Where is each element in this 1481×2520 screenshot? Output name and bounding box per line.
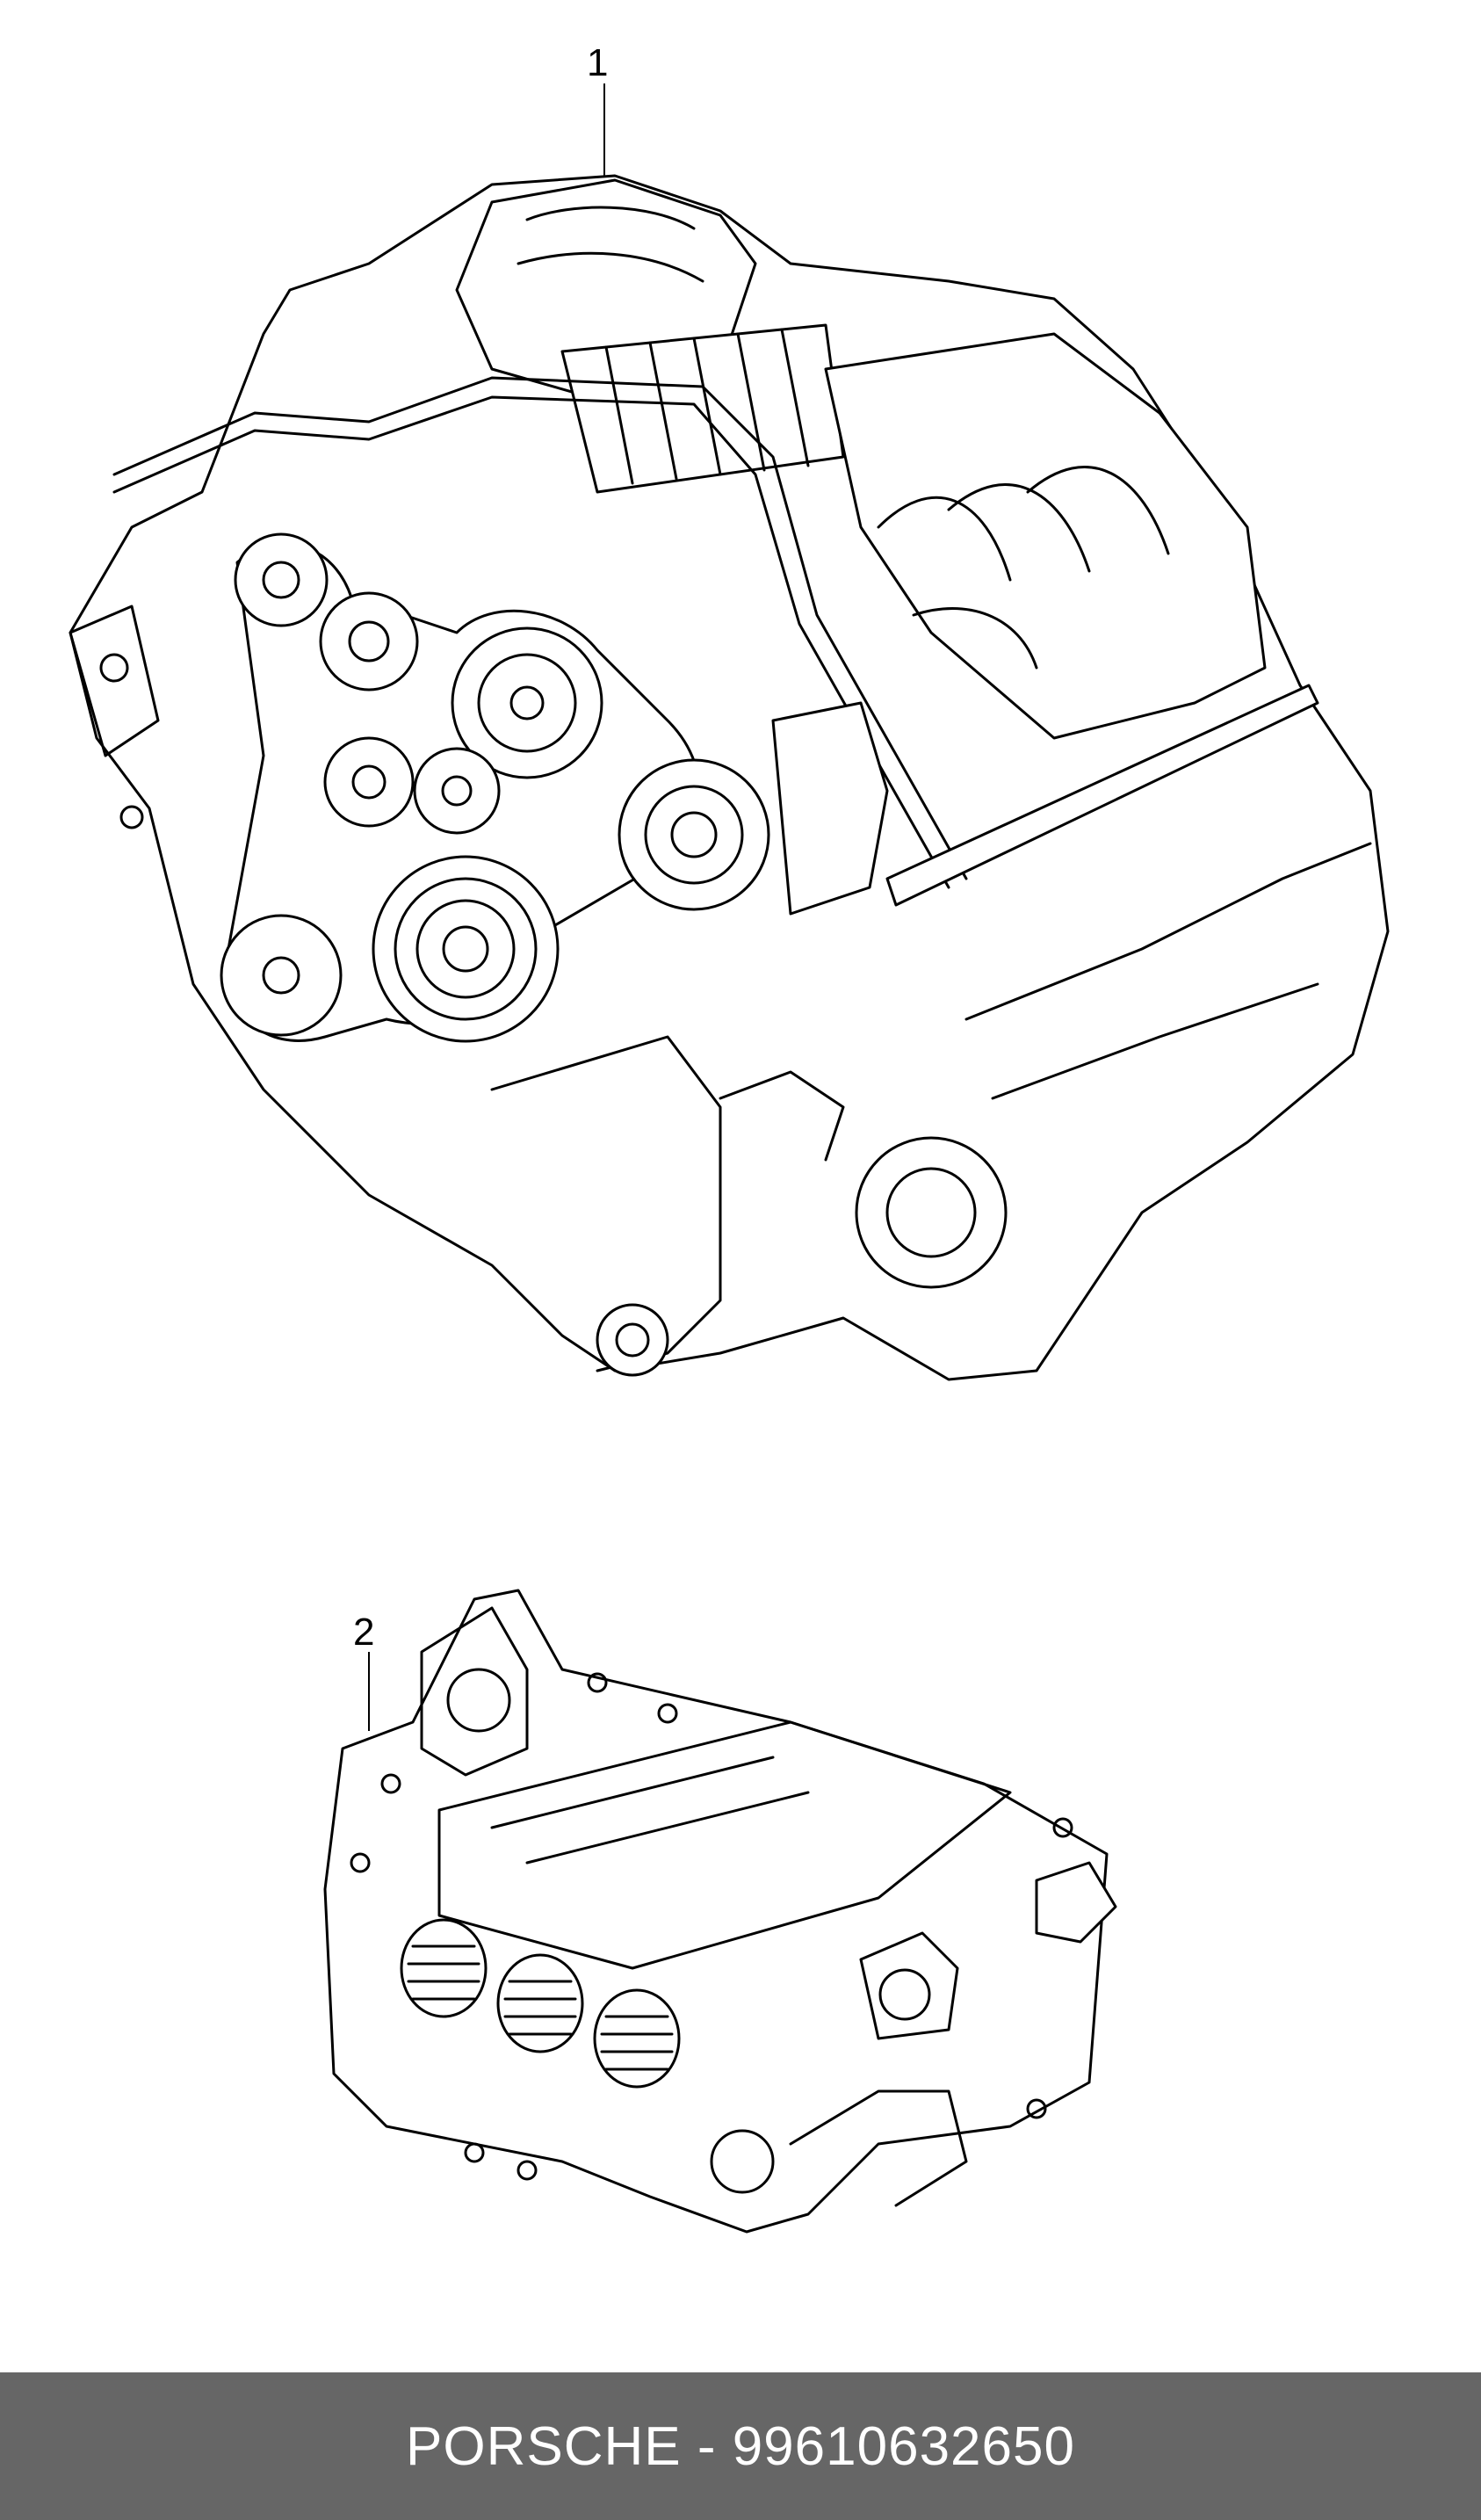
footer-banner: PORSCHE - 99610632650 (0, 2372, 1481, 2520)
coolant-pipe (112, 376, 968, 880)
cylinder-bore-3 (593, 1988, 681, 2089)
mount-bushing (596, 1303, 669, 1377)
crankshaft-pulley (372, 855, 560, 1043)
cylinder-head-illustration: 2 (323, 1589, 1117, 2234)
cylinder-bore-2 (496, 1953, 584, 2053)
small-pulley (413, 747, 501, 835)
engine-parts-diagram: 1 (69, 41, 1390, 2234)
vvt-solenoid (859, 1931, 959, 2040)
cylinder-bore-1 (400, 1918, 488, 2018)
water-pump-pulley (451, 626, 603, 779)
cylinder-head-outline (323, 1589, 1109, 2234)
idler-pulley-top (234, 532, 329, 627)
crank-seal-housing (855, 1136, 1008, 1289)
intake-runners (824, 332, 1267, 740)
timing-hole (446, 1668, 511, 1733)
alternator-pulley (618, 758, 770, 911)
cylinder-bores (400, 1918, 681, 2089)
coolant-outlet (1035, 1861, 1117, 1944)
pulley-group (220, 532, 770, 1043)
timing-housing (420, 1606, 529, 1777)
idler-pulley-mid (323, 736, 415, 828)
footer-part-number: PORSCHE - 99610632650 (405, 2415, 1075, 2477)
engine-assembly-illustration: 1 (69, 41, 1390, 1381)
alternator-housing (771, 701, 889, 916)
seal-housing (710, 2129, 775, 2194)
callout-2-label: 2 (353, 1611, 374, 1654)
fuel-rail (885, 684, 1319, 907)
callout-1-label: 1 (587, 41, 608, 84)
cam-deck (437, 1720, 1012, 1970)
power-steering-pulley (220, 914, 343, 1037)
left-end-cover (69, 605, 160, 757)
tensioner-pulley (319, 591, 419, 692)
